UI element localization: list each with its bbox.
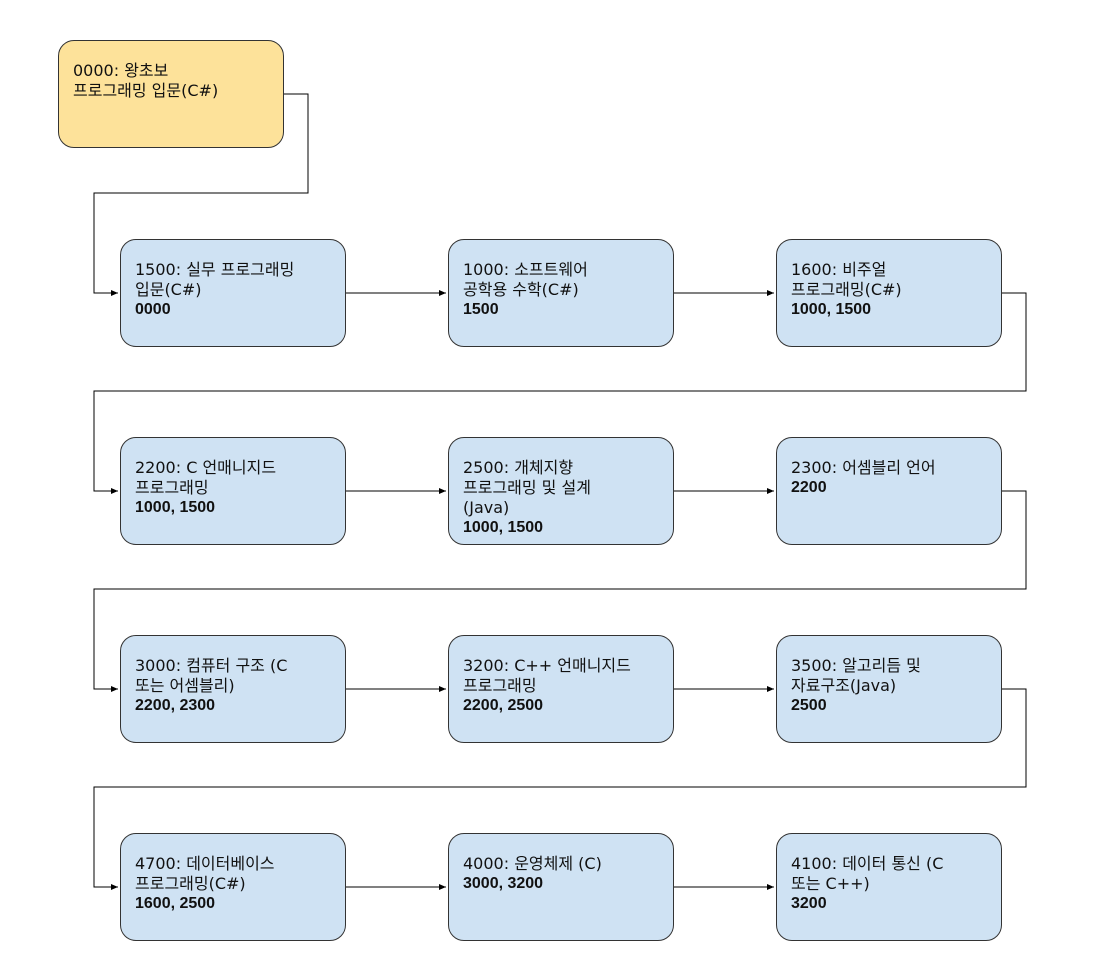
course-title: 4700: 데이터베이스 프로그래밍(C#) — [135, 854, 275, 893]
course-title: 2500: 개체지향 프로그래밍 및 설계 (Java) — [463, 458, 591, 517]
course-prerequisites: 3200 — [791, 895, 827, 912]
course-title: 3500: 알고리듬 및 자료구조(Java) — [791, 656, 921, 695]
connector-2300-to-3000 — [93, 490, 1027, 692]
course-title: 2300: 어셈블리 언어 — [791, 458, 936, 477]
course-title: 4100: 데이터 통신 (C 또는 C++) — [791, 854, 944, 893]
course-prerequisites: 1500 — [463, 301, 499, 318]
connector-1600-to-2200 — [93, 292, 1027, 494]
course-prerequisites: 2200 — [791, 479, 827, 496]
course-prerequisites: 2200, 2500 — [463, 697, 544, 714]
course-title: 1600: 비주얼 프로그래밍(C#) — [791, 260, 902, 299]
course-title: 3200: C++ 언매니지드 프로그래밍 — [463, 656, 631, 695]
course-title: 0000: 왕초보 프로그래밍 입문(C#) — [73, 61, 219, 100]
course-prerequisites: 1000, 1500 — [463, 519, 544, 536]
course-prerequisites: 0000 — [135, 301, 171, 318]
course-node-3200: 3200: C++ 언매니지드 프로그래밍 2200, 2500 — [448, 635, 674, 743]
course-prerequisites: 2500 — [791, 697, 827, 714]
course-node-4700: 4700: 데이터베이스 프로그래밍(C#) 1600, 2500 — [120, 833, 346, 941]
course-node-1500: 1500: 실무 프로그래밍 입문(C#) 0000 — [120, 239, 346, 347]
course-node-2300: 2300: 어셈블리 언어 2200 — [776, 437, 1002, 545]
course-node-2200: 2200: C 언매니지드 프로그래밍 1000, 1500 — [120, 437, 346, 545]
course-node-1600: 1600: 비주얼 프로그래밍(C#) 1000, 1500 — [776, 239, 1002, 347]
course-node-4100: 4100: 데이터 통신 (C 또는 C++) 3200 — [776, 833, 1002, 941]
course-node-1000: 1000: 소프트웨어 공학용 수학(C#) 1500 — [448, 239, 674, 347]
course-prerequisites: 3000, 3200 — [463, 875, 544, 892]
course-prerequisites: 1000, 1500 — [135, 499, 216, 516]
course-prerequisites: 2200, 2300 — [135, 697, 216, 714]
course-prerequisites: 1600, 2500 — [135, 895, 216, 912]
course-node-3000: 3000: 컴퓨터 구조 (C 또는 어셈블리) 2200, 2300 — [120, 635, 346, 743]
course-node-3500: 3500: 알고리듬 및 자료구조(Java) 2500 — [776, 635, 1002, 743]
course-title: 1000: 소프트웨어 공학용 수학(C#) — [463, 260, 588, 299]
course-title: 3000: 컴퓨터 구조 (C 또는 어셈블리) — [135, 656, 288, 695]
connector-3500-to-4700 — [93, 688, 1027, 890]
course-node-4000: 4000: 운영체제 (C) 3000, 3200 — [448, 833, 674, 941]
course-title: 1500: 실무 프로그래밍 입문(C#) — [135, 260, 295, 299]
course-prerequisites: 1000, 1500 — [791, 301, 872, 318]
course-title: 2200: C 언매니지드 프로그래밍 — [135, 458, 277, 497]
course-title: 4000: 운영체제 (C) — [463, 854, 602, 873]
connector-0000-to-1500 — [93, 93, 309, 296]
course-node-0000: 0000: 왕초보 프로그래밍 입문(C#) — [58, 40, 284, 148]
course-node-2500: 2500: 개체지향 프로그래밍 및 설계 (Java) 1000, 1500 — [448, 437, 674, 545]
